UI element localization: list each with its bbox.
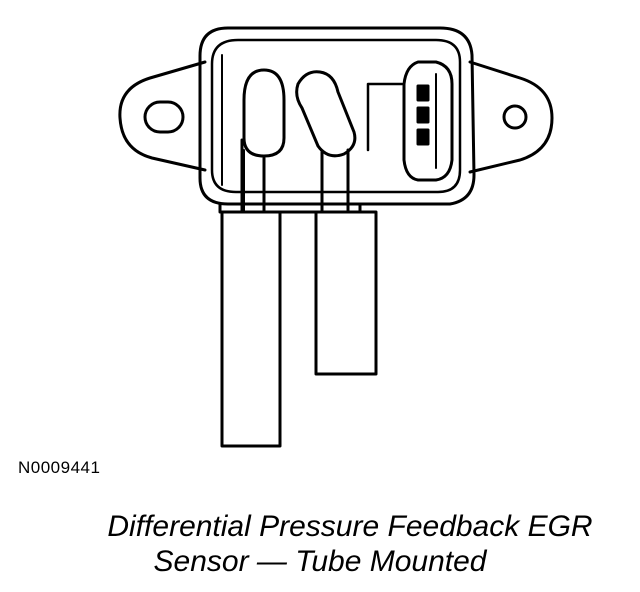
bracket-lip [218,202,362,214]
sensor-housing [198,26,476,206]
left-mounting-ear [118,60,207,172]
left-mounting-hole [143,100,185,134]
right-pressure-port [295,70,357,212]
connector-pin [416,106,430,124]
left-hose [220,210,282,448]
caption-line-2: Sensor — Tube Mounted [153,545,487,578]
reference-id: N0009441 [18,458,101,477]
internal-trace [366,82,404,152]
right-hose [314,210,378,376]
connector-pin [416,128,430,146]
left-pressure-port [240,68,286,214]
electrical-connector [402,60,454,182]
caption-line-1: Differential Pressure Feedback EGR [107,510,593,543]
connector-pin [416,84,430,102]
right-mounting-hole [502,104,528,130]
right-mounting-ear [468,60,554,174]
